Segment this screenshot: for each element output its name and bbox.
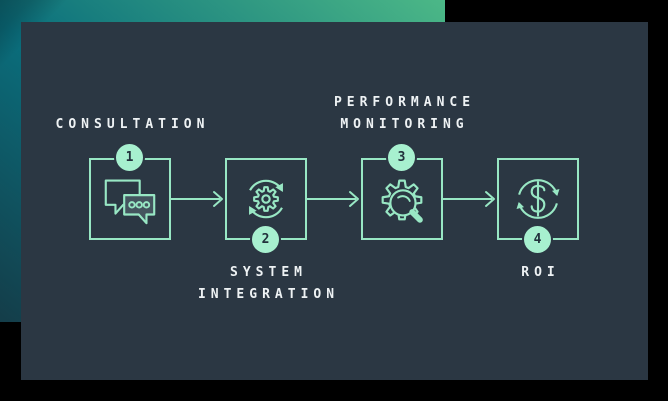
dollar-cycle-icon: [516, 179, 560, 219]
step-label-line: PERFORMANCE: [333, 95, 476, 110]
chat-bubbles-icon: [104, 179, 156, 225]
step-label-line: SYSTEM: [230, 265, 307, 280]
step-label: ROI: [418, 262, 658, 284]
step-label-line: MONITORING: [340, 117, 469, 132]
flow-arrow-icon: [171, 191, 223, 207]
step-label: CONSULTATION: [10, 114, 250, 136]
step-number-badge: 1: [114, 142, 145, 173]
sync-gear-icon: [249, 179, 283, 219]
slide-canvas: CONSULTATION 1: [21, 22, 648, 380]
gear-magnifier-icon: [381, 179, 423, 223]
step-number-badge: 2: [250, 224, 281, 255]
step-label-line: INTEGRATION: [197, 287, 340, 302]
flow-arrow-icon: [443, 191, 495, 207]
step-icon-box: [89, 158, 171, 240]
flow-arrow-icon: [307, 191, 359, 207]
step-number-badge: 3: [386, 142, 417, 173]
step-label-line: CONSULTATION: [55, 117, 210, 132]
step-label: SYSTEM INTEGRATION: [146, 262, 386, 306]
step-label: PERFORMANCE MONITORING: [282, 92, 522, 136]
step-label-line: ROI: [521, 265, 560, 280]
step-number-badge: 4: [522, 224, 553, 255]
